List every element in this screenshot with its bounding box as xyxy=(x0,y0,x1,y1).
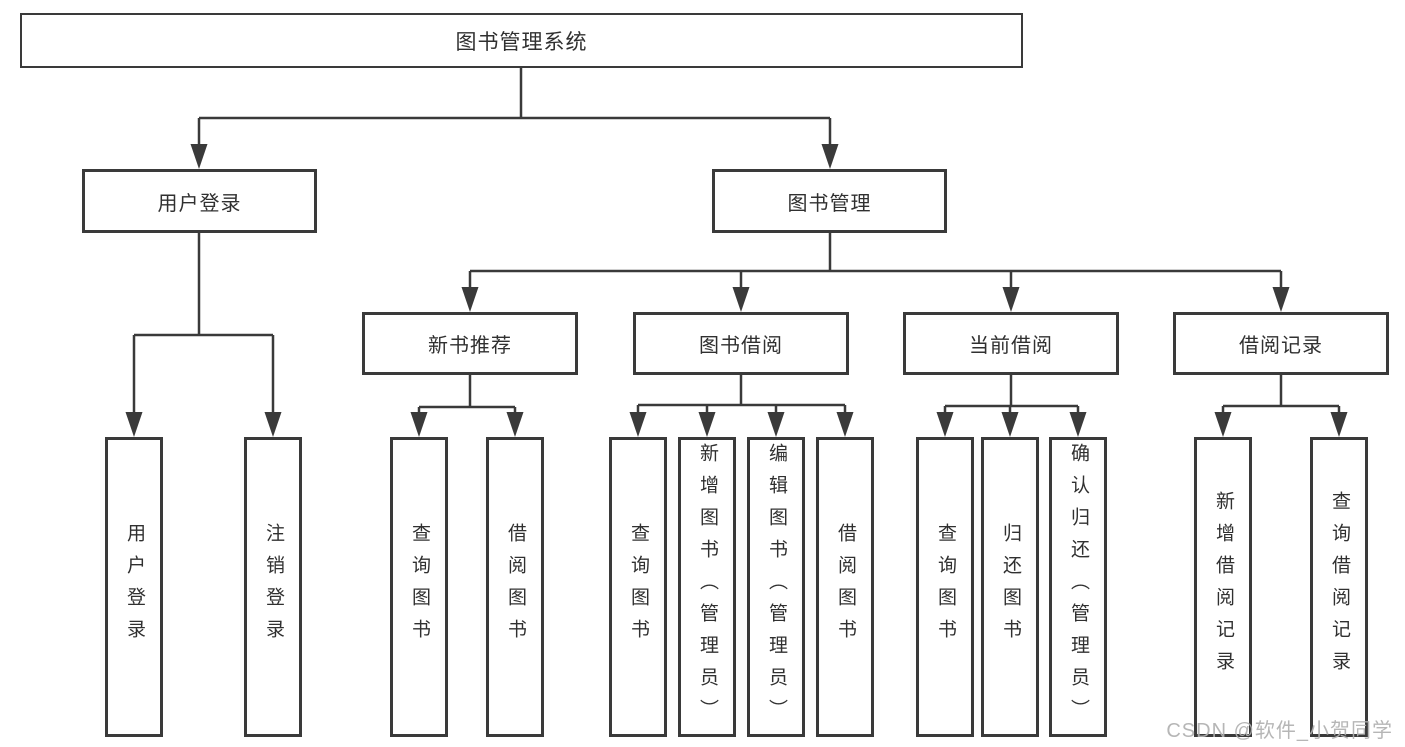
node-user-login: 用户登录 xyxy=(82,169,317,233)
leaf-query-books-borrowing: 查询图书 xyxy=(609,437,667,737)
leaf-edit-books-admin: 编辑图书（管理员） xyxy=(747,437,805,737)
leaf-confirm-return-admin: 确认归还（管理员） xyxy=(1049,437,1107,737)
leaf-query-books-recommend: 查询图书 xyxy=(390,437,448,737)
node-new-book-recommendation: 新书推荐 xyxy=(362,312,578,375)
node-library-management-system-label: 图书管理系统 xyxy=(455,30,588,54)
node-book-management-label: 图书管理 xyxy=(787,192,872,215)
csdn-watermark: CSDN @软件_小贺同学 xyxy=(1166,720,1393,742)
leaf-borrow-books-recommend: 借阅图书 xyxy=(486,437,544,737)
leaf-return-books-label: 归还图书 xyxy=(999,523,1021,651)
leaf-borrow-books-borrowing: 借阅图书 xyxy=(816,437,874,737)
leaf-query-books-borrowing-label: 查询图书 xyxy=(627,523,649,651)
leaf-query-books-recommend-label: 查询图书 xyxy=(408,523,430,651)
leaf-edit-books-admin-label: 编辑图书（管理员） xyxy=(765,443,787,731)
leaf-user-login: 用户登录 xyxy=(105,437,163,737)
leaf-query-books-current-label: 查询图书 xyxy=(934,523,956,651)
leaf-borrow-books-recommend-label: 借阅图书 xyxy=(504,523,526,651)
leaf-confirm-return-admin-label: 确认归还（管理员） xyxy=(1067,443,1089,731)
leaf-add-books-admin: 新增图书（管理员） xyxy=(678,437,736,737)
leaf-add-borrow-record: 新增借阅记录 xyxy=(1194,437,1252,737)
leaf-query-borrow-record-label: 查询借阅记录 xyxy=(1328,491,1350,683)
node-book-borrowing-label: 图书借阅 xyxy=(699,335,783,357)
leaf-add-borrow-record-label: 新增借阅记录 xyxy=(1212,491,1234,683)
leaf-query-books-current: 查询图书 xyxy=(916,437,974,737)
node-new-book-recommendation-label: 新书推荐 xyxy=(428,335,512,357)
node-library-management-system: 图书管理系统 xyxy=(20,13,1023,68)
node-user-login-label: 用户登录 xyxy=(157,192,242,215)
leaf-logout: 注销登录 xyxy=(244,437,302,737)
node-book-borrowing: 图书借阅 xyxy=(633,312,849,375)
leaf-borrow-books-borrowing-label: 借阅图书 xyxy=(834,523,856,651)
node-current-borrowing: 当前借阅 xyxy=(903,312,1119,375)
node-borrowing-records: 借阅记录 xyxy=(1173,312,1389,375)
leaf-user-login-label: 用户登录 xyxy=(123,523,145,651)
node-current-borrowing-label: 当前借阅 xyxy=(969,335,1053,357)
node-borrowing-records-label: 借阅记录 xyxy=(1239,335,1323,357)
leaf-query-borrow-record: 查询借阅记录 xyxy=(1310,437,1368,737)
leaf-add-books-admin-label: 新增图书（管理员） xyxy=(696,443,718,731)
node-book-management: 图书管理 xyxy=(712,169,947,233)
leaf-return-books: 归还图书 xyxy=(981,437,1039,737)
leaf-logout-label: 注销登录 xyxy=(262,523,284,651)
